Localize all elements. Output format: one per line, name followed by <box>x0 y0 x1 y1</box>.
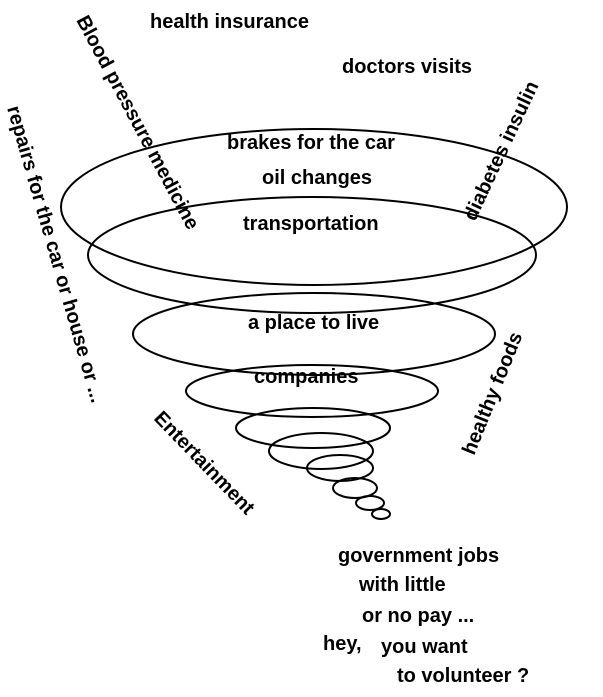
companies-label: companies <box>254 366 358 388</box>
blood-pressure-label: Blood pressure medicine <box>72 12 204 233</box>
health-insurance-label: health insurance <box>150 11 309 33</box>
ring-3 <box>132 292 496 376</box>
gov-jobs-line-5: to volunteer ? <box>397 665 529 687</box>
gov-jobs-line-2: with little <box>358 574 446 596</box>
ring-6 <box>268 432 374 470</box>
brakes-label: brakes for the car <box>227 132 395 154</box>
ring-10 <box>371 508 391 520</box>
ring-2 <box>87 196 537 314</box>
ring-8 <box>332 477 378 499</box>
doctors-visits-label: doctors visits <box>342 56 472 78</box>
gov-jobs-line-3: or no pay ... <box>362 605 474 627</box>
entertainment-label: Entertainment <box>149 407 258 519</box>
place-to-live-label: a place to live <box>248 312 379 334</box>
oil-changes-label: oil changes <box>262 167 372 189</box>
ring-5 <box>235 407 391 449</box>
ring-4 <box>185 364 439 418</box>
ring-9 <box>355 495 385 511</box>
gov-jobs-line-4a: hey, <box>323 633 362 655</box>
repairs-label: repairs for the car or house or ... <box>2 103 108 405</box>
diabetes-label: diabetes insulin <box>460 78 544 224</box>
gov-jobs-line-4b: you want <box>381 636 468 658</box>
healthy-foods-label: healthy foods <box>458 329 527 458</box>
transportation-label: transportation <box>243 213 379 235</box>
gov-jobs-line-1: government jobs <box>338 545 499 567</box>
ring-1 <box>60 128 568 286</box>
